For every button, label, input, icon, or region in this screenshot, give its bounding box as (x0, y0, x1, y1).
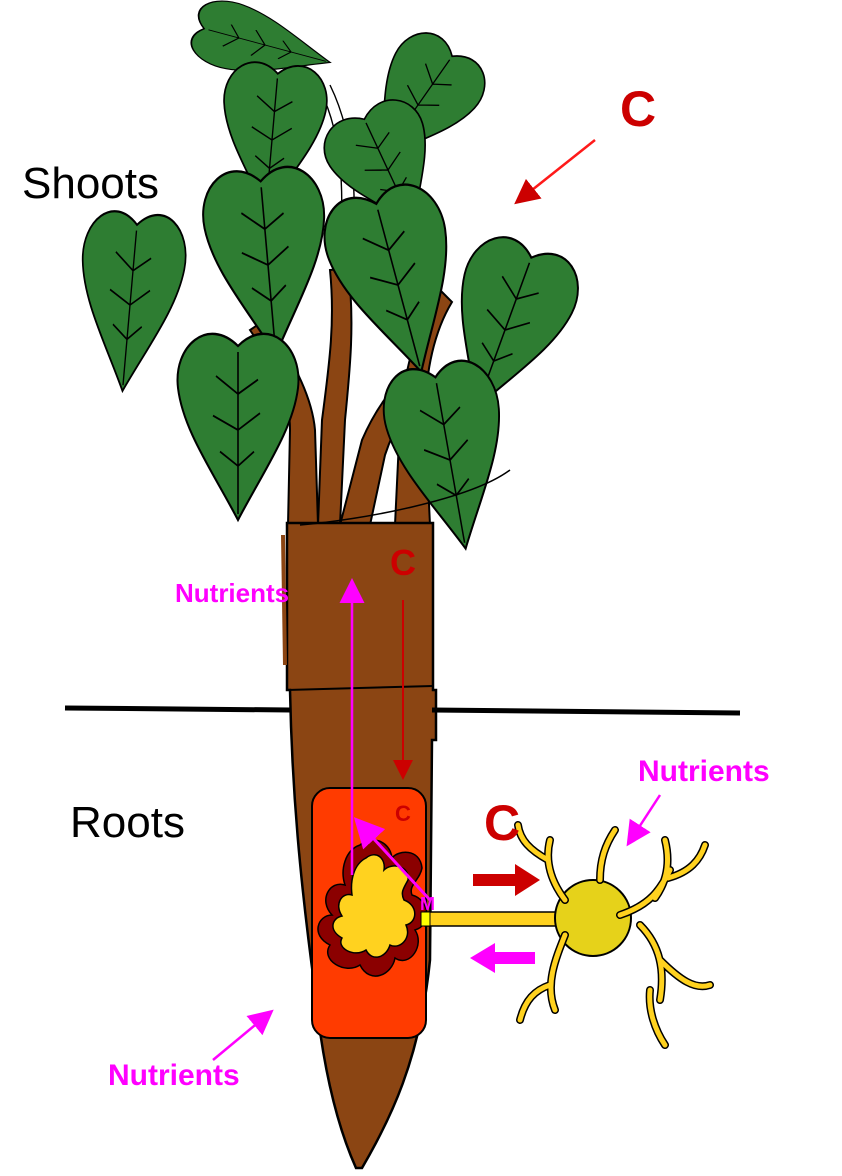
nutrient-arrow-to-root (470, 943, 535, 973)
nutrients-label-right: Nutrients (638, 755, 770, 788)
carbon-arrow-to-fungus (473, 864, 540, 896)
roots-label: Roots (70, 798, 185, 847)
carbon-arrow-top (522, 140, 595, 198)
carbon-label-stem: C (390, 542, 416, 583)
shoots-label: Shoots (22, 159, 159, 208)
nutrient-arrow-bottom (213, 1016, 266, 1060)
fungal-hypha (421, 825, 710, 1045)
carbon-label-arrow: C (484, 795, 520, 851)
nutrient-arrow-right (632, 795, 660, 838)
nutrients-label-bottom: Nutrients (108, 1059, 240, 1092)
carbon-label-cell: C (395, 801, 411, 826)
m-label: M (420, 894, 435, 914)
carbon-label-top: C (620, 81, 656, 137)
nutrients-label-stem: Nutrients (175, 578, 289, 608)
